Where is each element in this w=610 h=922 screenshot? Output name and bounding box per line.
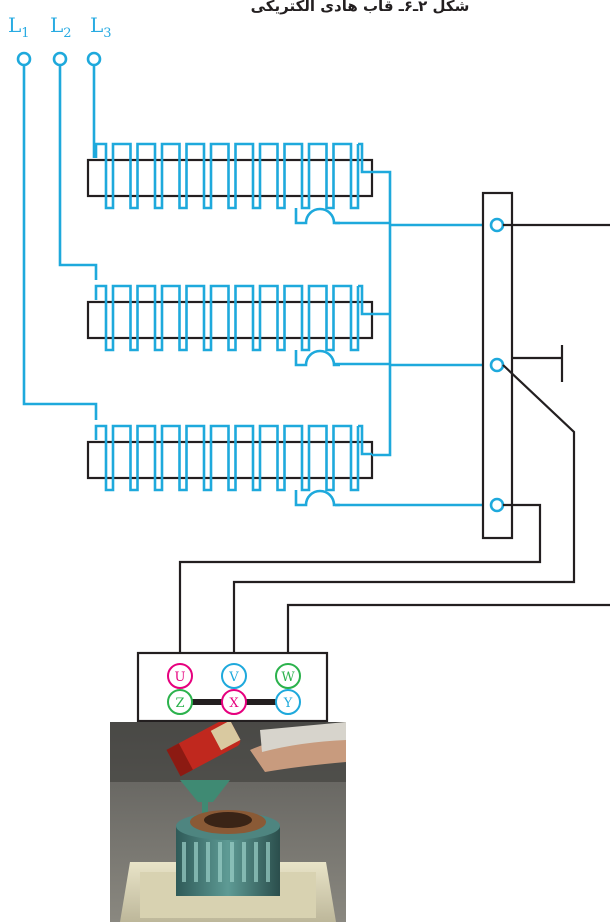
- terminal-l1: [16, 51, 32, 67]
- impregnating-varnish-photo: [110, 722, 346, 922]
- coil-group-1: [86, 142, 374, 225]
- coil-winding: [94, 284, 360, 352]
- terminal-y: [275, 689, 301, 715]
- stator-core-bar: [86, 300, 374, 340]
- terminal-u-label: U: [175, 670, 186, 685]
- terminal-x-label: X: [229, 696, 239, 711]
- star-bus: [335, 170, 486, 507]
- coil-group-2: [86, 284, 374, 367]
- stator-core-bar: [86, 440, 374, 480]
- terminal-y-label: Y: [283, 696, 293, 711]
- label-l2: L2: [50, 13, 72, 41]
- supply-terminals: [16, 51, 102, 67]
- coil-winding: [94, 424, 360, 492]
- coil-groups: [86, 142, 374, 507]
- coil-winding: [94, 142, 360, 210]
- terminal-board: [481, 191, 514, 540]
- wire-crossover: [294, 489, 340, 507]
- terminal-x: [221, 689, 247, 715]
- wire-crossover: [294, 207, 340, 225]
- terminal-l3: [86, 51, 102, 67]
- terminal-z-label: Z: [175, 696, 184, 711]
- terminal-u: [167, 663, 193, 689]
- coil-end-lead: [358, 142, 372, 174]
- wire-crossover: [294, 349, 340, 367]
- stator-core-bar: [86, 158, 374, 198]
- figure-caption: شکل ۲ـ۶ـ قاب هادی الکتریکی: [250, 0, 470, 15]
- label-l1: L1: [8, 13, 30, 41]
- board-terminal-3: [489, 497, 505, 513]
- star-link-1: [188, 699, 224, 705]
- board-terminal-2: [489, 357, 505, 373]
- supply-labels: L1 L2 L3: [8, 13, 112, 41]
- terminal-v-label: V: [228, 670, 239, 685]
- label-l3: L3: [90, 13, 112, 41]
- terminal-w-label: W: [281, 670, 295, 685]
- terminal-w: [275, 663, 301, 689]
- terminal-l2: [52, 51, 68, 67]
- coil-end-lead: [358, 284, 372, 316]
- terminal-z: [167, 689, 193, 715]
- terminal-v: [221, 663, 247, 689]
- board-terminal-1: [489, 217, 505, 233]
- coil-group-3: [86, 424, 374, 507]
- supply-wires: [22, 65, 98, 420]
- coil-end-lead: [358, 424, 372, 456]
- motor-terminal-box: U V W Z X Y: [136, 651, 329, 723]
- star-link-2: [240, 699, 276, 705]
- output-wires: [178, 223, 610, 662]
